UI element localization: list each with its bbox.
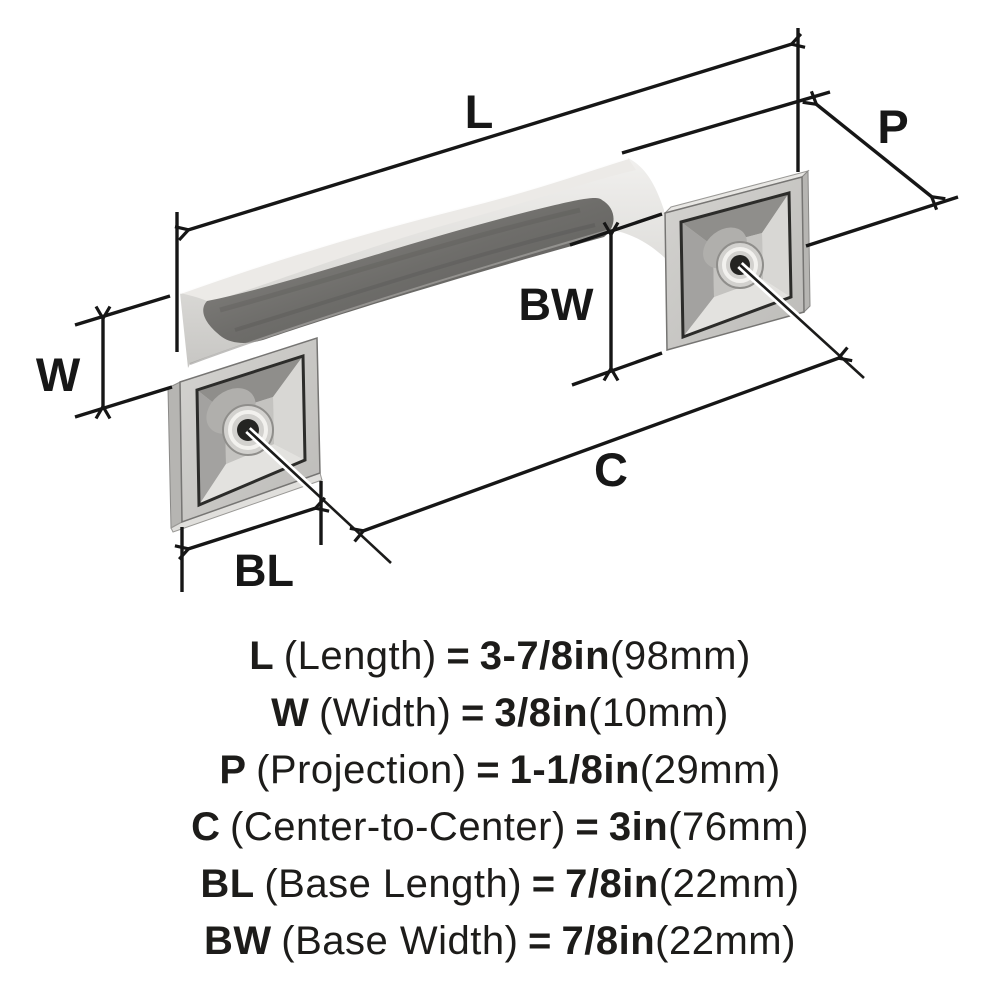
boss-ring xyxy=(228,410,268,450)
spec-metric: (22mm) xyxy=(658,862,800,906)
handle-dimension-diagram: L P W BW C BL xyxy=(36,28,959,596)
left-base-groove xyxy=(195,353,307,508)
spec-equals: = xyxy=(446,634,471,678)
spec-value: 7/8in xyxy=(565,862,659,906)
handle-bottom-shade xyxy=(189,229,611,365)
spec-line-base-length: BL(Base Length)=7/8in(22mm) xyxy=(0,856,1000,913)
spec-value: 3-7/8in xyxy=(479,634,610,678)
right-base xyxy=(663,169,811,351)
handle-illustration xyxy=(167,156,867,566)
dim-label-center: C xyxy=(594,443,628,496)
dim-label-length: L xyxy=(465,85,494,138)
p-extension-front xyxy=(621,90,831,155)
spec-name: (Center-to-Center) xyxy=(230,805,566,849)
l-dimension-line xyxy=(174,32,806,242)
spec-metric: (10mm) xyxy=(588,691,729,735)
spec-name: (Base Width) xyxy=(281,919,519,963)
dim-label-base-length: BL xyxy=(234,545,294,596)
spec-line-length: L(Length)=3-7/8in(98mm) xyxy=(0,628,1000,685)
spec-code: C xyxy=(191,805,221,849)
spec-value: 1-1/8in xyxy=(509,748,640,792)
c-dimension-line xyxy=(349,346,853,543)
spec-list: L(Length)=3-7/8in(98mm) W(Width)=3/8in(1… xyxy=(0,628,1000,970)
spec-code: BL xyxy=(200,862,255,906)
spec-equals: = xyxy=(575,805,600,849)
spec-code: L xyxy=(249,634,275,678)
spec-code: P xyxy=(219,748,247,792)
p-extension-back xyxy=(805,195,959,248)
spec-metric: (98mm) xyxy=(610,634,751,678)
boss-ring xyxy=(722,247,758,283)
spec-line-projection: P(Projection)=1-1/8in(29mm) xyxy=(0,742,1000,799)
w-extension-top xyxy=(74,294,171,327)
spec-name: (Projection) xyxy=(256,748,467,792)
recess-wall-right xyxy=(273,356,305,460)
p-dimension-line xyxy=(802,90,946,211)
spec-equals: = xyxy=(460,691,485,735)
dim-label-projection: P xyxy=(877,100,908,153)
spec-metric: (29mm) xyxy=(639,748,781,792)
bl-dimension-line xyxy=(174,496,330,561)
spec-value: 3/8in xyxy=(494,691,589,735)
spec-name: (Width) xyxy=(318,691,452,735)
spec-equals: = xyxy=(476,748,501,792)
spec-line-base-width: BW(Base Width)=7/8in(22mm) xyxy=(0,913,1000,970)
left-base xyxy=(167,336,323,533)
spec-equals: = xyxy=(528,919,552,963)
spec-equals: = xyxy=(531,862,556,906)
dimension-lines xyxy=(74,28,959,592)
spec-name: (Length) xyxy=(283,634,437,678)
spec-metric: (22mm) xyxy=(655,919,796,963)
spec-line-center-to-center: C(Center-to-Center)=3in(76mm) xyxy=(0,799,1000,856)
w-extension-bottom xyxy=(74,385,173,419)
spec-line-width: W(Width)=3/8in(10mm) xyxy=(0,685,1000,742)
dim-label-width: W xyxy=(36,348,81,401)
spec-value: 7/8in xyxy=(561,919,656,963)
spec-value: 3in xyxy=(608,805,669,849)
spec-name: (Base Length) xyxy=(264,862,523,906)
spec-code: W xyxy=(271,691,310,735)
spec-metric: (76mm) xyxy=(668,805,809,849)
bw-extension-bottom xyxy=(571,351,663,387)
dim-label-base-width: BW xyxy=(519,279,594,330)
recess-wall-bottom xyxy=(683,279,791,337)
spec-code: BW xyxy=(204,919,272,963)
